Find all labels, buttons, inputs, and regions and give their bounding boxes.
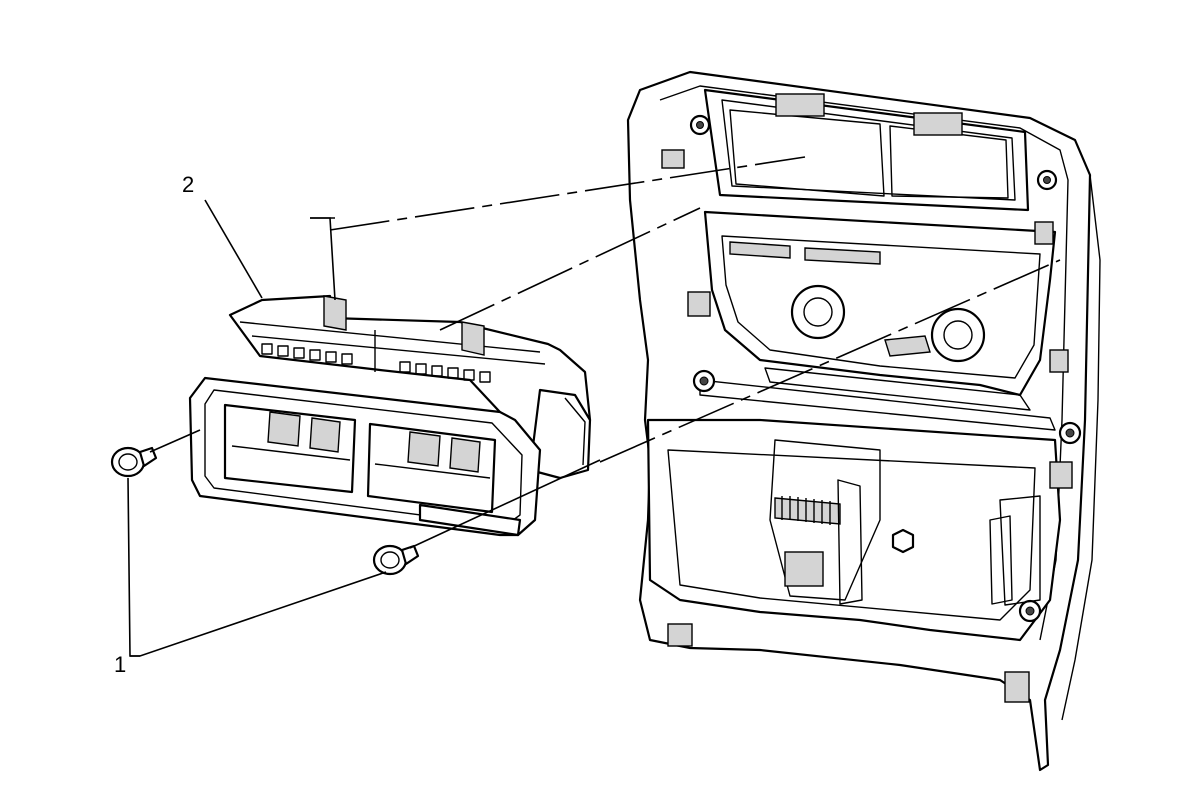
alignment-line [439, 207, 701, 331]
panel-bolt [1036, 169, 1058, 191]
alignment-line [599, 259, 1061, 463]
alignment-line [149, 429, 201, 453]
panel-bolt [1018, 599, 1042, 623]
instrument-panel [626, 70, 1101, 772]
air-vent-assembly [188, 294, 592, 537]
callout-leader-2-vent [310, 217, 336, 301]
alignment-line [329, 156, 806, 231]
callout-leader-2 [204, 199, 263, 299]
fastener-upper [110, 446, 158, 478]
panel-bolt [1058, 421, 1082, 445]
alignment-line [409, 459, 601, 549]
panel-bolt [689, 114, 711, 136]
callout-label-1: 1 [114, 652, 126, 677]
panel-bolt [692, 369, 716, 393]
callout-label-2: 2 [182, 172, 194, 197]
fastener-lower [372, 544, 420, 576]
